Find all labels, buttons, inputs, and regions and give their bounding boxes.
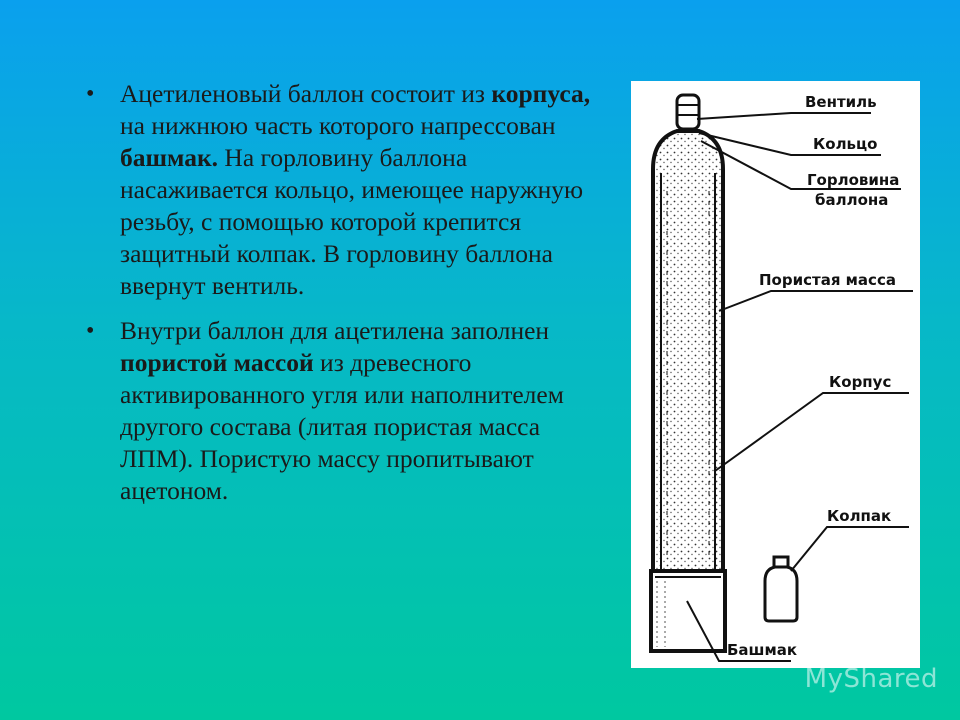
cylinder-diagram: Вентиль Кольцо Горловина баллона Пориста… bbox=[631, 81, 920, 668]
text-run: На горловину баллона насаживается кольцо… bbox=[120, 143, 584, 300]
bullet-item-1: • Ацетиленовый баллон состоит из корпуса… bbox=[78, 78, 608, 302]
text-run: из древесного активированного угля или н… bbox=[120, 348, 564, 505]
leader-lines bbox=[686, 112, 913, 662]
bullet-marker: • bbox=[86, 318, 95, 344]
bullet-text-2: Внутри баллон для ацетилена заполнен пор… bbox=[120, 316, 564, 505]
label-neck-line1: Горловина bbox=[807, 171, 899, 189]
label-neck-line2: баллона bbox=[815, 191, 888, 209]
bullet-text-1: Ацетиленовый баллон состоит из корпуса, … bbox=[120, 79, 590, 300]
text-run: Внутри баллон для ацетилена заполнен bbox=[120, 316, 550, 345]
bullet-item-2: • Внутри баллон для ацетилена заполнен п… bbox=[78, 315, 608, 507]
bullet-marker: • bbox=[86, 81, 95, 107]
bold-run: корпуса, bbox=[491, 79, 591, 108]
bold-run: пористой массой bbox=[120, 348, 314, 377]
bullet-list: • Ацетиленовый баллон состоит из корпуса… bbox=[78, 78, 608, 520]
shoe-shape bbox=[649, 569, 727, 653]
label-valve: Вентиль bbox=[805, 93, 877, 111]
valve-shape bbox=[675, 93, 701, 131]
text-run: Ацетиленовый баллон состоит из bbox=[120, 79, 492, 108]
watermark-logo: MyShared bbox=[804, 664, 938, 694]
label-porous-mass: Пористая масса bbox=[759, 271, 896, 289]
label-body: Корпус bbox=[829, 373, 891, 391]
label-shoe: Башмак bbox=[727, 641, 797, 659]
cylinder-body-shape bbox=[651, 129, 725, 651]
label-ring: Кольцо bbox=[813, 135, 877, 153]
label-cap: Колпак bbox=[827, 507, 891, 525]
cap-shape bbox=[763, 555, 799, 623]
cylinder-diagram-svg: Вентиль Кольцо Горловина баллона Пориста… bbox=[649, 93, 913, 662]
bold-run: башмак. bbox=[120, 143, 219, 172]
text-run: на нижнюю часть которого напрессован bbox=[120, 111, 556, 140]
